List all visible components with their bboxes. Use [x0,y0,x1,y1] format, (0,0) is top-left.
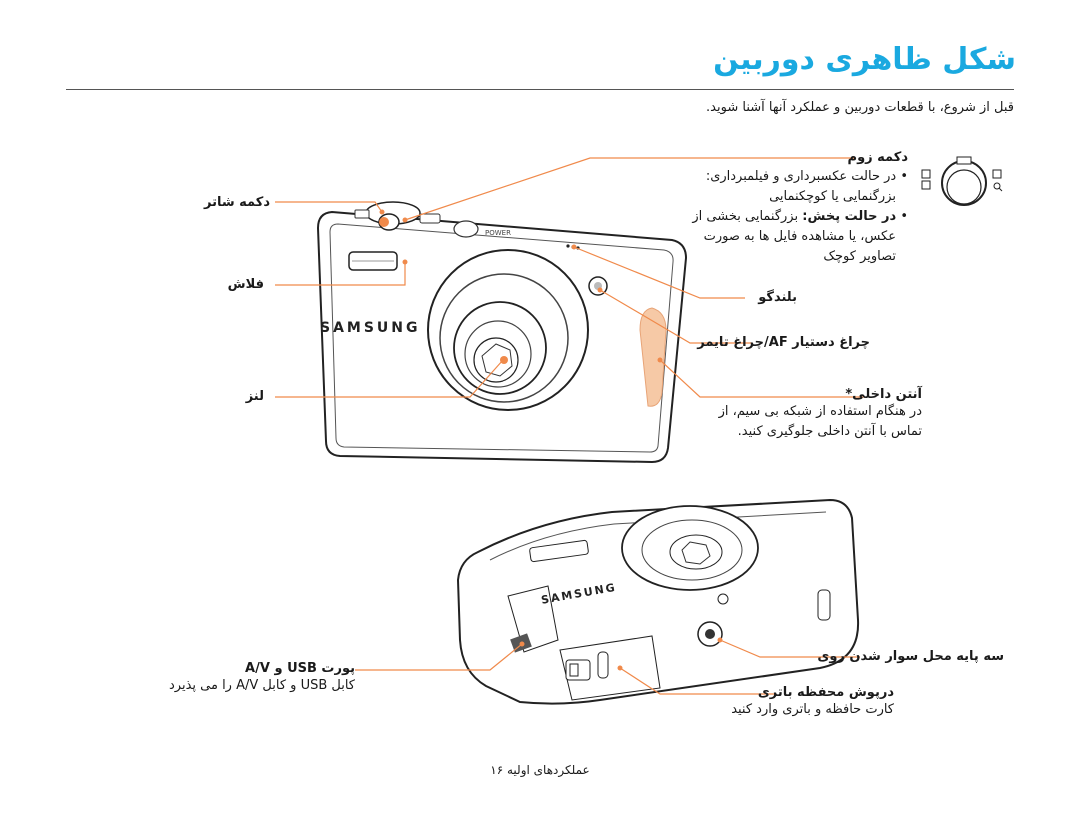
lens [427,249,589,411]
page-footer: عملکردهای اولیه ۱۶ [490,763,590,777]
page-title: شکل ظاهری دوربین [713,42,1016,77]
antenna-callout: آنتن داخلی* در هنگام استفاده از شبکه بی … [652,387,922,442]
title-divider [66,89,1014,90]
tripod-mount-label: سه پایه محل سوار شدن روی [817,649,1004,664]
zoom-bullet-2-line2: عکس، یا مشاهده فایل ها به صورت [703,229,896,244]
battery-cover-text: کارت حافظه و باتری وارد کنید [731,702,894,717]
usb-port-title: پورت USB و A/V [245,661,355,676]
battery-cover-callout: درپوش محفظه باتری کارت حافظه و باتری وار… [694,685,894,720]
power-button [453,220,479,238]
zoom-bullet-2-text: بزرگنمایی بخشی از [692,209,799,224]
battery-cover-title: درپوش محفظه باتری [757,685,894,700]
zoom-button-title: دکمه زوم [847,150,908,165]
antenna-line-1: در هنگام استفاده از شبکه بی سیم، از [718,404,922,419]
zoom-dial-icon [921,156,1003,206]
shutter-button-label: دکمه شاتر [204,195,270,210]
zoom-bullet-2: • در حالت پخش: بزرگنمایی بخشی از [692,209,908,224]
mode-icon [354,209,370,219]
zoom-bullet-1: • در حالت عکسبرداری و فیلمبرداری: [705,169,908,184]
zoom-bullet-1-label: در حالت عکسبرداری و فیلمبرداری: [705,169,897,184]
callout-lines [275,157,865,695]
antenna-line-2: تماس با آنتن داخلی جلوگیری کنید. [737,424,922,439]
usb-port-text: کابل USB و کابل A/V را می پذیرد [168,678,355,693]
power-switch [419,213,441,224]
usb-port-callout: پورت USB و A/V کابل USB و کابل A/V را می… [155,661,355,696]
lens-label: لنز [245,389,264,404]
zoom-bullet-2-label: در حالت پخش: [802,209,897,224]
af-lamp-label: چراغ دستیار AF/چراغ تایمر [697,335,870,350]
zoom-button-callout: دکمه زوم • در حالت عکسبرداری و فیلمبردار… [648,150,908,267]
brand-logo: SAMSUNG [320,320,421,336]
speaker-label: بلندگو [758,290,797,305]
antenna-title: آنتن داخلی* [845,387,922,402]
zoom-bullet-2-line3: تصاویر کوچک [823,249,896,264]
camera-bottom-body: SAMSUNG [456,498,860,705]
callout-dots [379,209,723,671]
intro-text: قبل از شروع، با قطعات دوربین و عملکرد آن… [706,100,1014,115]
power-label: POWER [485,229,511,237]
zoom-bullet-1-text: بزرگنمایی یا کوچکنمایی [769,189,896,204]
flash-label: فلاش [227,277,264,292]
